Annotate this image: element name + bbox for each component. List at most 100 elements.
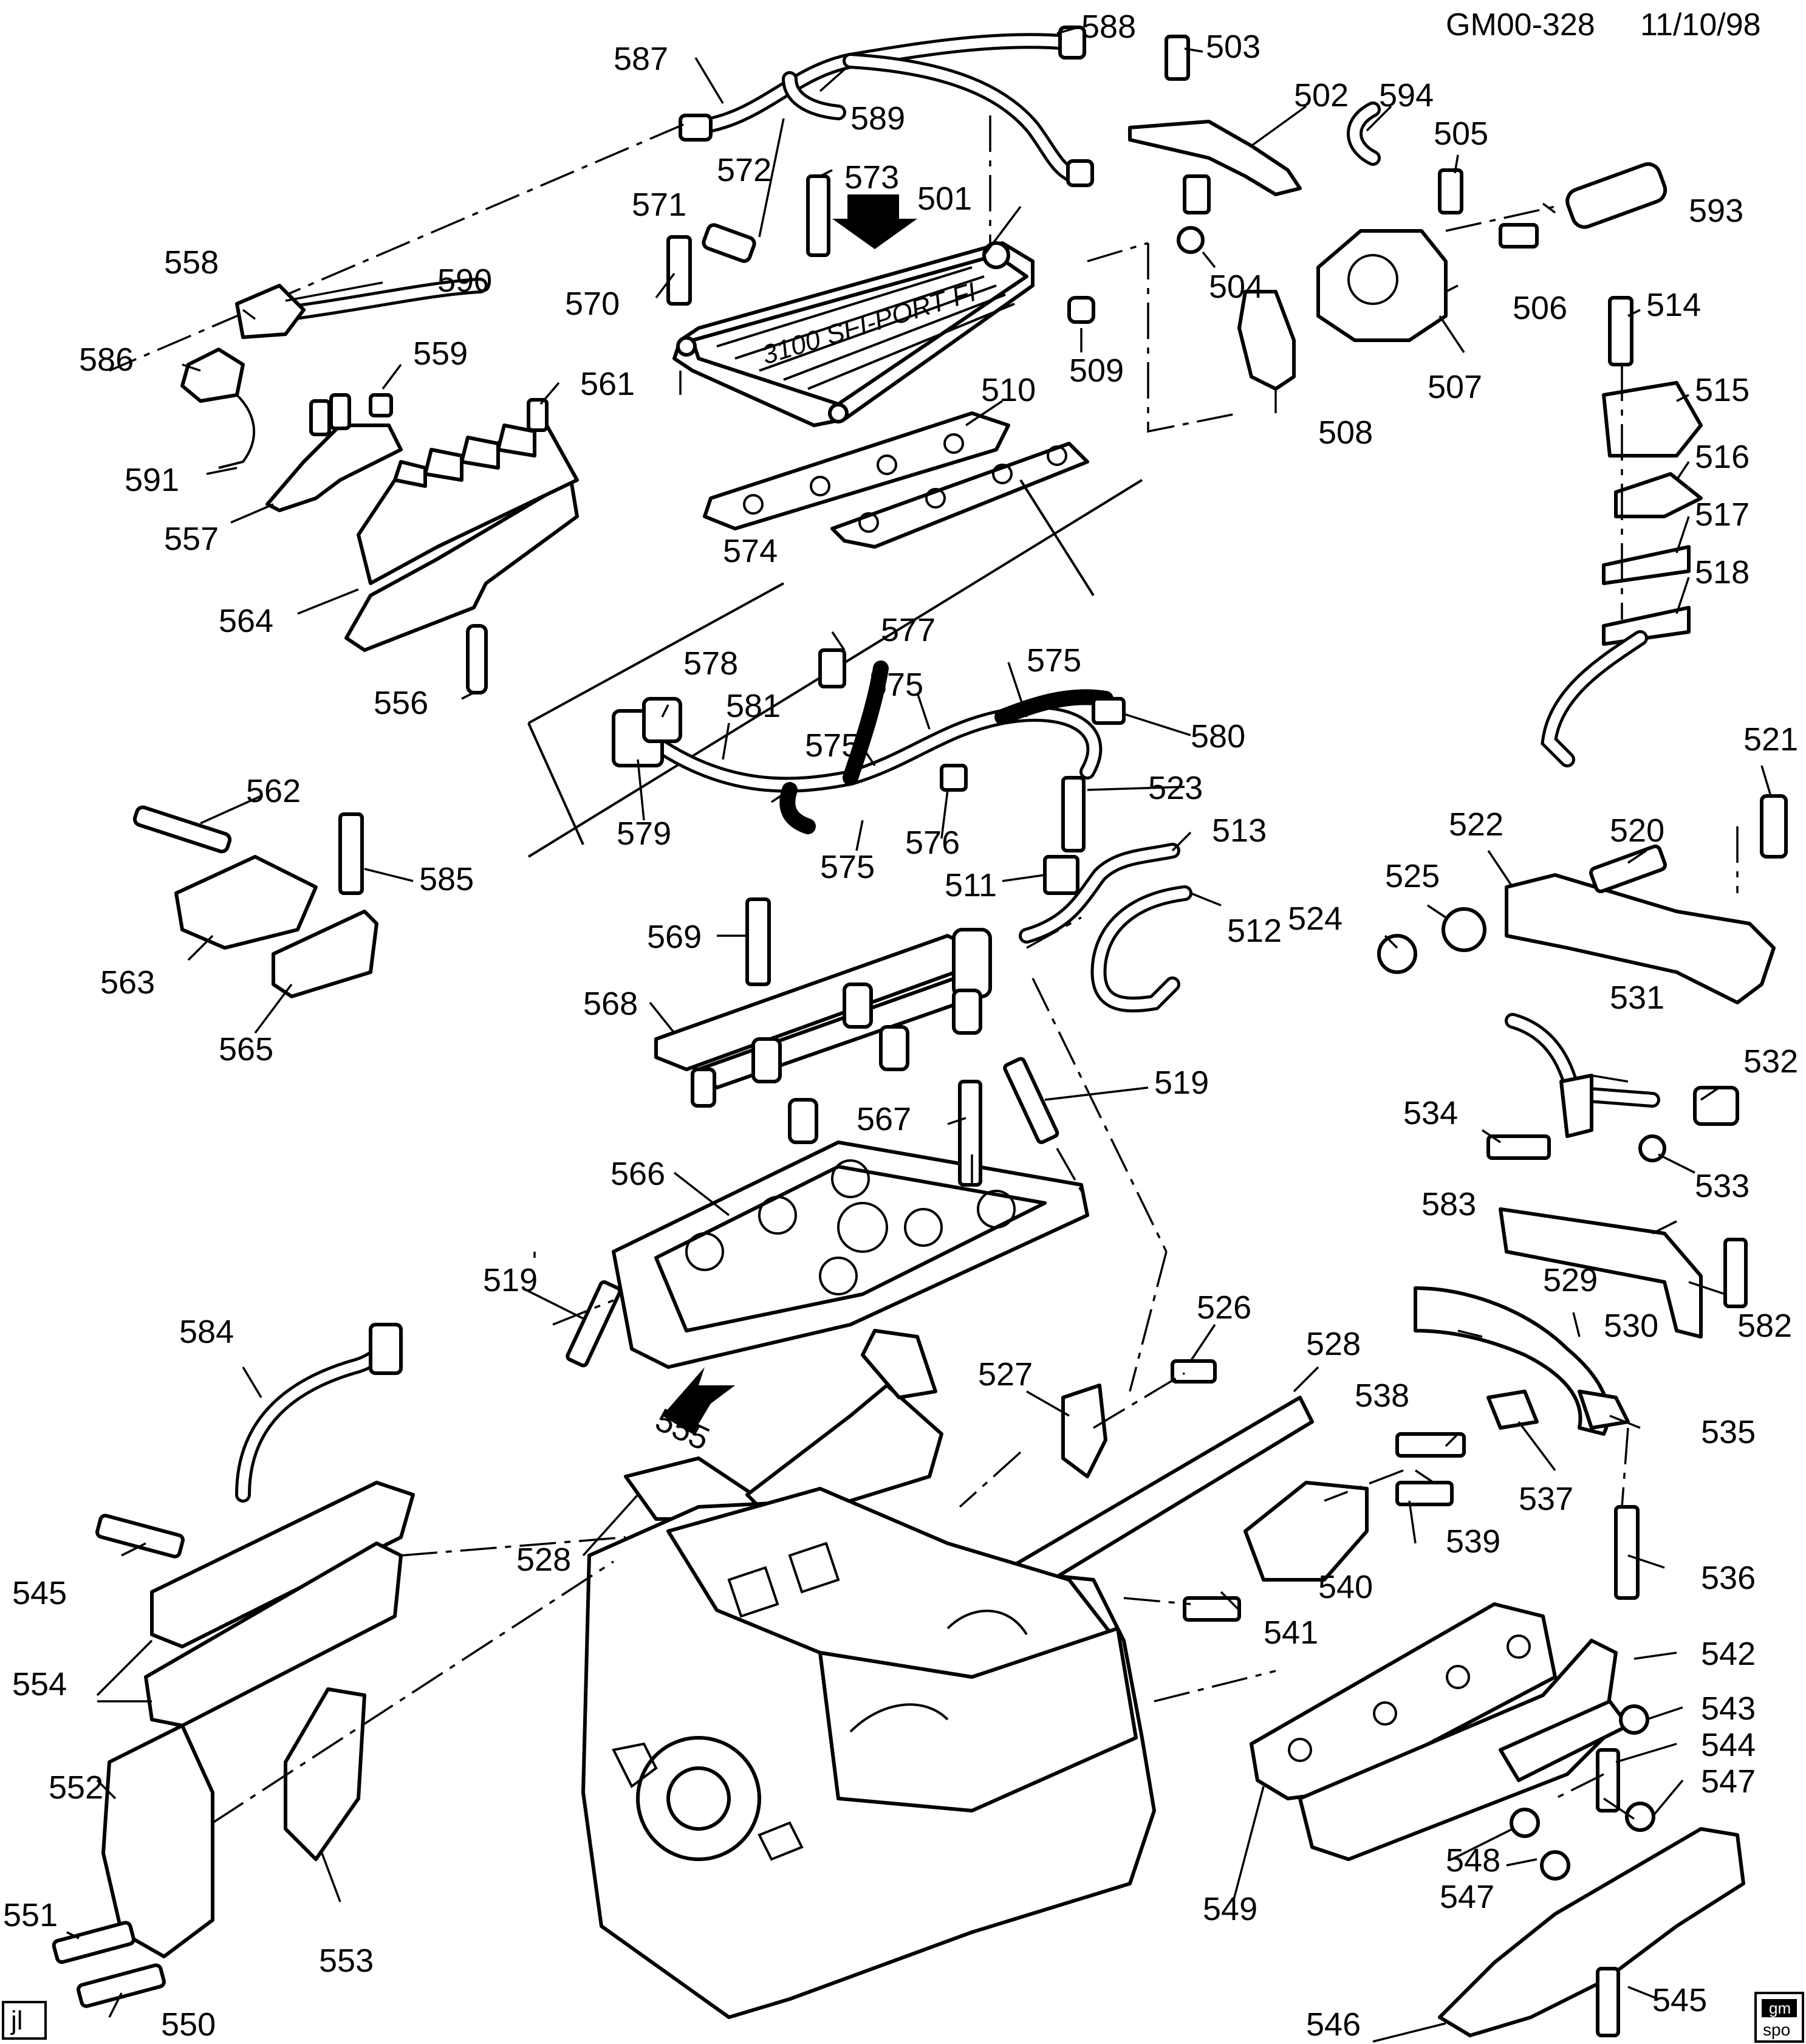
label-515: 515 (1695, 372, 1750, 408)
label-534: 534 (1403, 1095, 1458, 1131)
bolt-520 (1589, 844, 1667, 894)
nut-559 (369, 393, 393, 417)
label-512: 512 (1227, 913, 1282, 949)
label-591: 591 (125, 462, 179, 498)
sensor-571 (702, 223, 756, 263)
label-532: 532 (1743, 1043, 1798, 1080)
drawing-id: GM00-328 (1446, 7, 1595, 43)
fuel-pipe-513 (1019, 843, 1180, 944)
water-outlet-522 (1505, 873, 1776, 1004)
plug-524 (1377, 934, 1417, 974)
label-575b: 575 (869, 667, 923, 703)
arrow-555 (662, 1367, 735, 1434)
bracket-552 (101, 1724, 214, 1958)
label-511: 511 (945, 867, 997, 904)
stud-544 (1596, 1748, 1620, 1813)
label-540: 540 (1318, 1569, 1373, 1605)
o-ring-525 (1442, 907, 1486, 952)
fuel-line-590 (180, 278, 488, 469)
label-519b: 519 (483, 1262, 538, 1298)
gm-spo-logo: gm spo (1754, 1992, 1804, 2043)
stud-536 (1614, 1505, 1640, 1600)
label-533: 533 (1695, 1168, 1750, 1204)
label-542: 542 (1701, 1636, 1756, 1672)
label-583: 583 (1421, 1186, 1476, 1223)
stud-534 (1486, 1134, 1551, 1160)
label-556: 556 (374, 685, 428, 721)
label-518: 518 (1695, 554, 1750, 591)
label-567: 567 (857, 1101, 911, 1137)
fuel-rail-assembly (654, 928, 992, 1144)
label-552: 552 (49, 1769, 103, 1806)
nut-543 (1619, 1704, 1649, 1735)
label-576: 576 (905, 825, 960, 861)
sensor-506 (1499, 223, 1539, 249)
bolt-519b (566, 1280, 622, 1368)
bolt-551 (52, 1921, 135, 1964)
label-513: 513 (1212, 812, 1267, 849)
label-537: 537 (1519, 1481, 1573, 1517)
label-579: 579 (617, 815, 671, 852)
label-575d: 575 (820, 849, 875, 885)
label-501: 501 (917, 180, 972, 217)
label-523: 523 (1148, 770, 1203, 806)
label-574: 574 (723, 533, 778, 569)
bracket-540 (1243, 1481, 1369, 1582)
label-507: 507 (1428, 369, 1482, 405)
label-546: 546 (1306, 2006, 1361, 2043)
label-548: 548 (1446, 1842, 1500, 1879)
washer-548 (1510, 1808, 1540, 1838)
part-labels: 588 503 587 502 594 589 505 572 573 501 … (3, 9, 1798, 2043)
svg-text:gm: gm (1769, 1999, 1791, 2017)
label-568: 568 (583, 986, 638, 1022)
label-520: 520 (1610, 812, 1664, 849)
nut-547b (1540, 1850, 1570, 1881)
label-586: 586 (79, 341, 134, 378)
label-516: 516 (1695, 439, 1750, 475)
label-536: 536 (1701, 1560, 1756, 1596)
svg-text:spo: spo (1763, 2020, 1790, 2039)
nut-504 (1177, 226, 1205, 254)
label-519a: 519 (1154, 1065, 1209, 1101)
vacuum-hose-assembly (679, 26, 1094, 187)
label-506: 506 (1513, 290, 1567, 326)
label-578: 578 (683, 645, 738, 682)
bolt-550 (77, 1963, 166, 2008)
bracket-527 (1061, 1384, 1107, 1478)
bolt-562 (132, 805, 232, 854)
bolt-585 (338, 812, 364, 895)
gasket-517 (1602, 545, 1691, 585)
fuel-pipe-512 (1090, 885, 1192, 1013)
label-521: 521 (1743, 721, 1798, 758)
plate-518 (1602, 606, 1691, 646)
label-538: 538 (1355, 1377, 1409, 1414)
label-561: 561 (580, 366, 635, 402)
bolt-570 (666, 235, 692, 306)
label-531: 531 (1610, 979, 1664, 1016)
bracket-565 (272, 910, 378, 998)
label-585: 585 (419, 861, 474, 897)
clip-511 (1043, 855, 1079, 895)
stud-567 (958, 1080, 982, 1187)
label-594: 594 (1379, 77, 1434, 114)
label-565: 565 (219, 1031, 273, 1068)
heat-shield-583b (1499, 1207, 1703, 1339)
label-590: 590 (437, 262, 492, 299)
bolt-539 (1395, 1481, 1454, 1506)
label-557: 557 (164, 521, 219, 557)
upper-intake-manifold (672, 241, 1035, 427)
label-545a: 545 (12, 1575, 67, 1611)
sensor-532 (1693, 1086, 1739, 1126)
label-553: 553 (319, 1943, 374, 1979)
label-593: 593 (1689, 193, 1743, 229)
label-547b: 547 (1440, 1879, 1494, 1915)
sensor-521 (1760, 794, 1788, 859)
hose-593 (1565, 162, 1667, 229)
label-551: 551 (3, 1897, 58, 1933)
label-502: 502 (1294, 77, 1349, 114)
label-524: 524 (1288, 900, 1343, 937)
ignition-coil-assembly (265, 393, 579, 694)
exhaust-heat-shields-554 (144, 1481, 415, 1727)
label-584: 584 (179, 1314, 234, 1350)
